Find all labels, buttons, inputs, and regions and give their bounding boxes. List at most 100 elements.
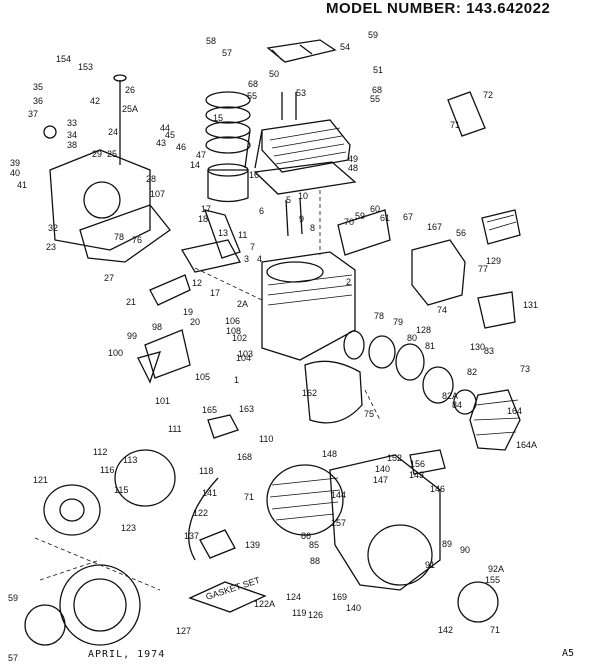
part-number-label: 163 [239,404,254,414]
part-number-label: 78 [114,232,124,242]
piston-ring [205,136,251,154]
part-number-label: 82 [467,367,477,377]
part-number-label: 14 [190,160,200,170]
cylinder-block [261,251,356,361]
piston-ring [205,106,251,124]
head-gasket [253,161,357,195]
part-number-label: 105 [195,372,210,382]
part-number-label: 106 [225,316,240,326]
stator-coil [469,389,521,451]
model-number: 143.642022 [466,0,551,17]
cylinder-bore [266,261,324,283]
part-number-label: 9 [299,214,304,224]
part-number-label: 53 [296,88,306,98]
part-number-label: 8 [310,223,315,233]
part-number-label: 32 [48,223,58,233]
part-number-label: 54 [340,42,350,52]
part-number-label: 100 [108,348,123,358]
snap-ring [422,366,454,404]
part-number-label: 16 [249,170,259,180]
part-number-label: 33 [67,118,77,128]
piston-ring [205,91,251,109]
muffler [477,291,516,329]
fan-housing [329,454,441,591]
part-number-label: 41 [17,180,27,190]
carburetor [411,239,466,306]
part-number-label: 141 [202,488,217,498]
part-number-label: 154 [56,54,71,64]
part-number-label: 21 [126,297,136,307]
part-number-label: 157 [331,518,346,528]
fuel-tank-bracket [199,529,236,559]
gasket-set-box [188,581,267,613]
gasket-set-stamp: GASKET SET [205,575,262,602]
oil-seal [43,125,57,139]
part-number-label: 155 [485,575,500,585]
part-number-label: 101 [155,396,170,406]
part-number-label: 112 [93,447,107,457]
dipstick-cap [113,74,127,82]
part-number-label: 1 [234,375,239,385]
piston [207,169,249,203]
piston-ring [205,121,251,139]
part-number-label: 148 [322,449,337,459]
part-number-label: 18 [198,214,208,224]
part-number-label: 10 [298,191,308,201]
part-number-label: 122A [254,599,275,609]
part-number-label: 108 [226,326,241,336]
starter-hub [59,498,85,522]
part-number-label: 57 [222,48,232,58]
push-rods [281,92,297,120]
part-number-label: 20 [190,317,200,327]
part-number-label: 143 [409,470,424,480]
cover-plate [457,581,499,623]
part-number-label: 128 [416,325,431,335]
part-number-label: 75 [364,409,374,419]
part-number-label: 169 [332,592,347,602]
valve-springs [285,197,303,237]
tire-rim [73,578,127,632]
part-number-label: 123 [121,523,136,533]
part-number-label: 50 [269,69,279,79]
part-number-labels: 58575954154153353637422625A3334383940412… [8,30,538,663]
part-number-label: 167 [427,222,442,232]
crankshaft-end [149,274,191,306]
part-number-label: 11 [238,230,247,240]
part-number-label: 140 [346,603,361,613]
revision-date: APRIL, 1974 [88,649,166,660]
part-number-label: 147 [373,475,388,485]
part-number-label: 153 [78,62,93,72]
part-number-label: 28 [146,174,156,184]
part-number-label: 68 [372,85,382,95]
part-number-label: 142 [438,625,453,635]
filter-pleats [486,214,517,231]
part-number-label: 107 [150,189,165,199]
part-number-label: 38 [67,140,77,150]
air-cleaner-element [481,209,521,245]
alignment-line [364,389,381,421]
part-number-label: 42 [90,96,100,106]
part-number-label: 110 [259,434,273,444]
part-number-label: 119 [292,608,306,618]
part-number-label: 90 [460,545,470,555]
part-number-label: 73 [520,364,530,374]
governor-plate [144,329,191,379]
part-number-label: 48 [348,163,358,173]
part-number-label: 79 [393,317,403,327]
part-number-label: 144 [331,490,346,500]
governor-link [137,351,162,384]
part-number-label: 156 [410,459,425,469]
part-number-label: 12 [192,278,202,288]
part-number-label: 115 [114,485,128,495]
part-number-label: 58 [206,36,216,46]
part-number-label: 51 [373,65,383,75]
part-number-label: 17 [210,288,220,298]
part-number-label: 44 [160,123,170,133]
alignment-line [34,537,161,591]
leader-lines: GASKET SET [205,575,262,602]
part-number-label: 116 [100,465,114,475]
part-number-label: 88 [310,556,320,566]
part-number-label: 103 [238,349,253,359]
stator-windings [473,399,521,436]
part-number-label: 126 [308,610,323,620]
